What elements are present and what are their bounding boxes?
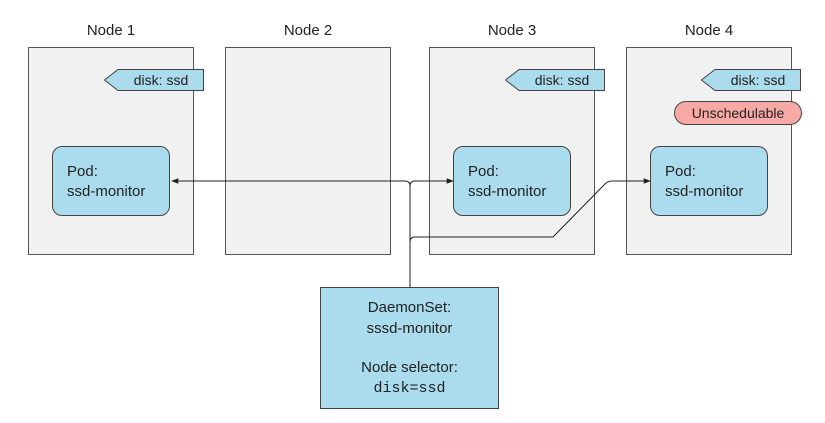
node-3-pod: Pod: ssd-monitor — [453, 146, 571, 216]
arrow-to-node1-pod — [171, 178, 411, 287]
pod-label: Pod: — [468, 163, 499, 180]
node-1-pod: Pod: ssd-monitor — [52, 146, 170, 216]
arrow-to-node3-pod — [409, 178, 454, 187]
node-1-label-tag: disk: ssd — [104, 69, 204, 91]
daemonset-name: sssd-monitor — [366, 320, 453, 337]
node-2-title: Node 2 — [283, 22, 333, 39]
pod-label: Pod: — [665, 163, 696, 180]
node-4-label-text: disk: ssd — [730, 72, 786, 88]
daemonset-box: DaemonSet: sssd-monitor Node selector: d… — [320, 287, 499, 409]
node-3-title: Node 3 — [487, 22, 537, 39]
node-4-title: Node 4 — [684, 22, 734, 39]
node-4-pod: Pod: ssd-monitor — [650, 146, 768, 216]
pod-label: Pod: — [67, 163, 98, 180]
daemonset-kind: DaemonSet: — [367, 299, 452, 316]
node-2-box — [225, 47, 391, 255]
unschedulable-badge: Unschedulable — [674, 101, 802, 125]
pod-name: ssd-monitor — [67, 183, 146, 200]
node-3-label-tag: disk: ssd — [505, 69, 605, 91]
node-selector-value: disk=ssd — [373, 380, 446, 397]
pod-name: ssd-monitor — [665, 183, 744, 200]
node-selector-heading: Node selector: — [361, 359, 458, 376]
node-1-title: Node 1 — [86, 22, 136, 39]
pod-name: ssd-monitor — [468, 183, 547, 200]
arrow-to-node4-pod — [409, 178, 651, 243]
node-1-label-text: disk: ssd — [133, 72, 189, 88]
node-4-label-tag: disk: ssd — [701, 69, 801, 91]
node-3-label-text: disk: ssd — [534, 72, 590, 88]
